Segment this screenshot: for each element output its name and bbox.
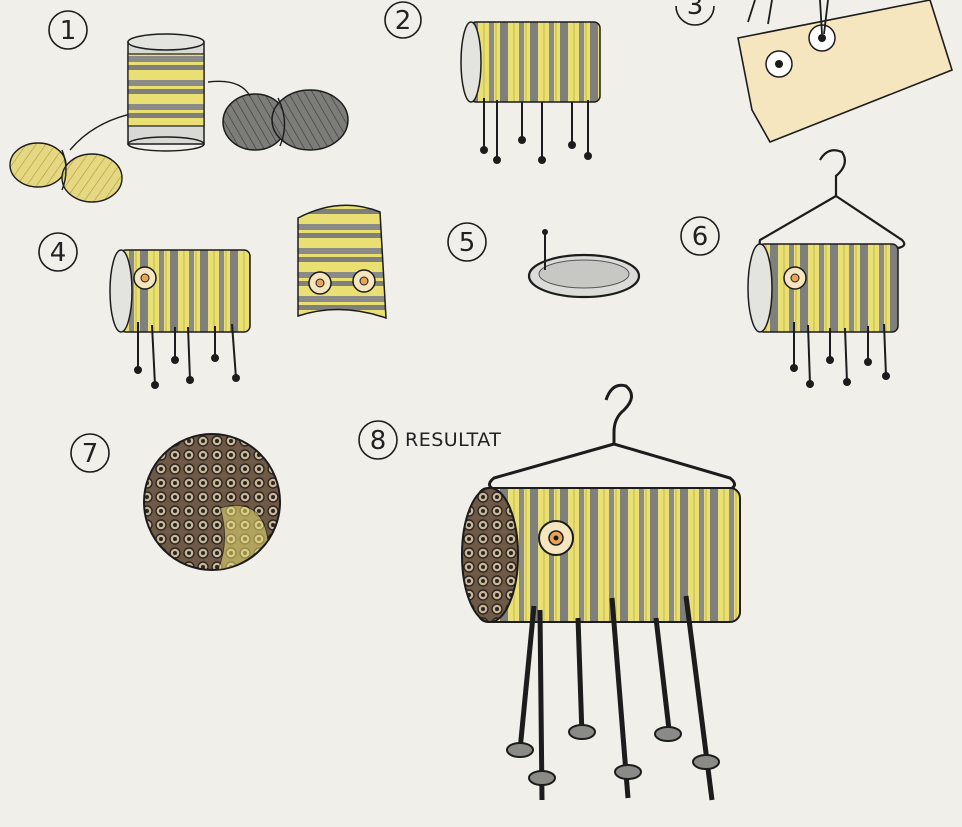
step-6-number: 6 [692,222,709,252]
step-3-number: 3 [687,0,704,21]
step-4: 4 [39,205,386,388]
step-4-eye-detail-icon [298,205,386,318]
step-2-striped-can-icon [461,22,600,102]
step-7-number: 7 [82,439,99,469]
final-hanging-sticks [507,596,719,800]
step-1-tin-can-icon [128,34,204,151]
yellow-yarn-ball-icon [10,143,122,202]
step-5: 5 [448,223,639,297]
step-6-number-badge: 6 [681,217,719,255]
step-6: 6 [681,150,904,387]
step-1: 1 [10,11,348,202]
step-6-can-icon [748,244,898,332]
step-8: 8 RESULTAT [359,385,740,800]
grey-yarn-ball-icon [223,90,348,150]
step-4-number: 4 [50,238,67,268]
step-3-tag-icon [738,0,952,142]
step-5-number: 5 [459,228,476,258]
final-hanger-icon [489,385,734,490]
step-8-number: 8 [370,426,387,456]
step-2-hanging-sticks [481,98,591,163]
step-1-number-badge: 1 [49,11,87,49]
step-7-number-badge: 7 [71,434,109,472]
step-2: 2 [385,2,600,163]
bamboo-stems-filling-icon [144,434,280,570]
step-7: 7 [71,434,280,570]
step-5-number-badge: 5 [448,223,486,261]
step-8-number-badge: 8 [359,421,397,459]
step-4-can-with-eye-icon [110,250,250,332]
step-2-number: 2 [395,6,412,36]
wire-ring-icon [529,229,639,297]
step-4-number-badge: 4 [39,233,77,271]
final-bee-hotel-can-icon [462,488,740,622]
step-6-hanger-icon [760,150,905,248]
step-3-number-badge: 3 [676,0,714,25]
step-3: 3 [676,0,952,142]
step-2-number-badge: 2 [385,2,421,38]
step-1-number: 1 [60,16,77,46]
result-caption: RESULTAT [405,429,501,451]
grey-yarn-thread [208,81,250,96]
